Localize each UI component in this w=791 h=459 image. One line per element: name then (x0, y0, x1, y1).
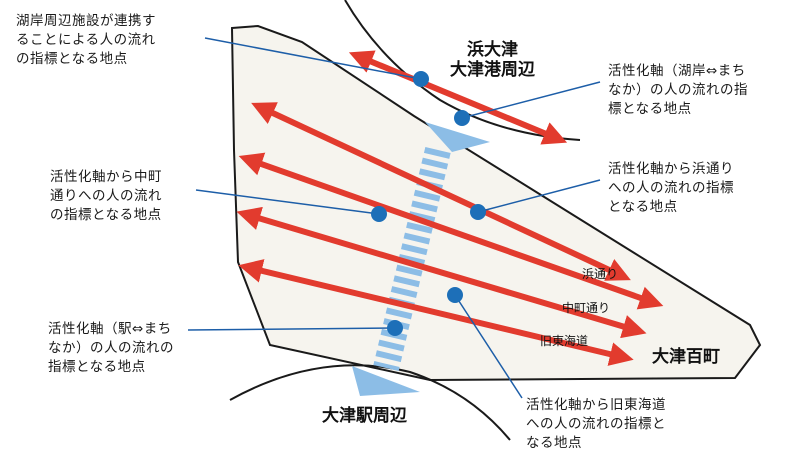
leader-axis-station (187, 327, 396, 331)
annotation-lakeside: 湖岸周辺施設が連携す ることによる人の流れ の指標となる地点 (16, 13, 156, 67)
place-otsu-station: 大津駅周辺 (322, 406, 407, 426)
annotation-axis-nakamachi: 活性化軸から中町 通りへの人の流れ の指標となる地点 (50, 169, 162, 223)
street-label-hama-dori: 浜通り (582, 267, 618, 281)
annotation-axis-station: 活性化軸（駅⇔まち なか）の人の流れの 指標となる地点 (48, 321, 174, 375)
point-axis-hamadori (470, 204, 486, 220)
street-label-nakamachi-dori: 中町通り (562, 300, 610, 315)
point-axis-lakeside (454, 110, 470, 126)
place-hamaotsu-bottom: 大津港周辺 (450, 60, 535, 80)
street-label-kyu-tokaido: 旧東海道 (540, 333, 588, 348)
axis-arrow-bottom (352, 366, 420, 396)
annotation-axis-lakeside: 活性化軸（湖岸⇔まち なか）の人の流れの指 標となる地点 (608, 63, 748, 117)
leader-axis-kyutokaido (454, 294, 523, 399)
flow-arrow-kyu-tokaido (238, 259, 634, 366)
leader-axis-nakamachi (195, 189, 380, 215)
leader-axis-lakeside (461, 81, 601, 119)
point-lakeside (413, 71, 429, 87)
place-hamaotsu-top: 浜大津 (467, 40, 518, 60)
point-axis-kyutokaido (447, 287, 463, 303)
leader-lakeside (204, 37, 422, 80)
point-axis-nakamachi (371, 206, 387, 222)
station-curve (229, 364, 511, 441)
place-hamaotsu: 浜大津 大津港周辺 (450, 40, 535, 80)
place-otsu-hyakucho: 大津百町 (652, 347, 720, 367)
point-axis-station (387, 320, 403, 336)
leader-axis-hamadori (477, 179, 601, 213)
annotation-axis-hamadori: 活性化軸から浜通り への人の流れの指標 となる地点 (608, 161, 734, 215)
annotation-axis-kyutokaido: 活性化軸から旧東海道 への人の流れの指標と なる地点 (526, 397, 666, 451)
